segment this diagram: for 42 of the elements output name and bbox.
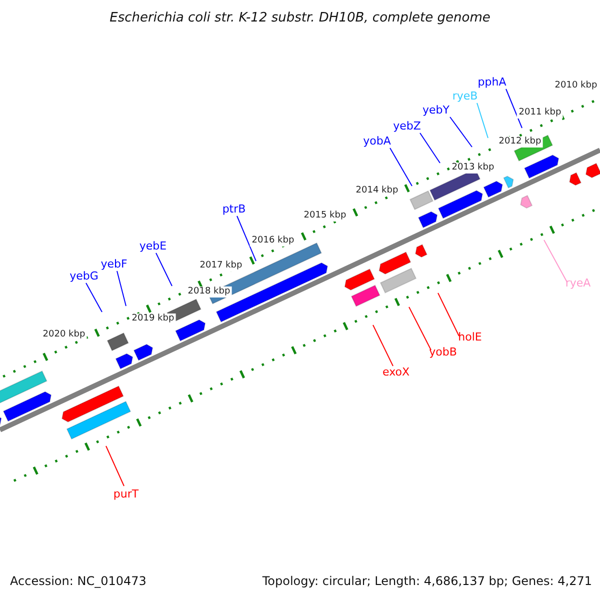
scale-label: 2018 kbp (186, 286, 232, 298)
gene-label: purT (113, 488, 139, 500)
scale-label: 2017 kbp (198, 260, 244, 272)
leader-line (236, 216, 256, 262)
leader-line (450, 116, 472, 148)
gene-label: ryeB (452, 90, 478, 102)
leader-line (438, 292, 460, 336)
leader-line (476, 102, 488, 138)
leader-line (420, 132, 440, 164)
gene-label: yebZ (393, 120, 421, 132)
scale-label: 2016 kbp (250, 236, 296, 246)
gene-label: ryeA (565, 278, 591, 288)
gene-label: yebF (100, 258, 128, 270)
gene-label: yobB (429, 346, 457, 358)
scale-label: 2012 kbp (496, 136, 544, 148)
scale-label: 2020 kbp (40, 330, 88, 340)
gene-label: exoX (382, 366, 410, 378)
scale-label: 2013 kbp (450, 162, 496, 174)
leader-line (156, 252, 172, 286)
scale-label: 2019 kbp (130, 314, 176, 324)
gene-label: holE (458, 332, 482, 342)
leader-line (106, 446, 124, 486)
gene-label: ptrB (222, 204, 246, 214)
scale-label: 2014 kbp (354, 186, 400, 196)
leader-line (390, 148, 412, 186)
leader-line (86, 282, 102, 312)
scale-label: 2010 kbp (552, 80, 600, 92)
gene-label: yebY (422, 104, 450, 116)
scale-label: 2011 kbp (516, 108, 564, 118)
leader-line (544, 240, 568, 282)
scale-label: 2015 kbp (302, 210, 348, 222)
gene-label: yobA (363, 136, 391, 146)
gene-label: yebE (139, 240, 167, 252)
leader-line (408, 306, 432, 350)
gene-label: pphA (478, 76, 506, 88)
leader-line (506, 88, 522, 128)
gene-label: yebG (70, 270, 98, 282)
genome-info-text: Topology: circular; Length: 4,686,137 bp; Genes: 4,271 (262, 575, 592, 587)
leader-line (116, 270, 126, 306)
diagram-title: Escherichia coli str. K-12 substr. DH10B, complete genome (110, 12, 490, 24)
accession-text: Accession: NC_010473 (10, 575, 146, 587)
leader-line (372, 324, 394, 366)
